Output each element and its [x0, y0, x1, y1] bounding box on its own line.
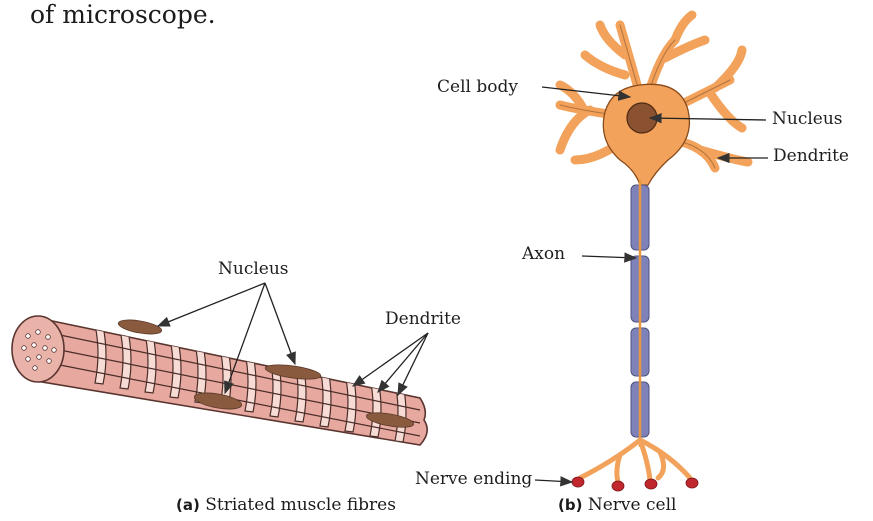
- neuron-cell-body: [603, 84, 689, 185]
- caption-b-tag: (b): [558, 496, 582, 514]
- muscle-fibre: [12, 283, 428, 445]
- caption-b-text: Nerve cell: [588, 495, 677, 515]
- nerve-ending-label: Nerve ending: [415, 469, 532, 489]
- nerve-ending-pointer: [535, 480, 572, 482]
- axon-pointer: [582, 256, 636, 258]
- axon-label: Axon: [522, 244, 565, 264]
- neuron-terminal-buttons: [572, 477, 698, 491]
- caption-a: (a) Striated muscle fibres: [176, 495, 396, 515]
- caption-a-text: Striated muscle fibres: [205, 495, 396, 515]
- neuron-axon-terminals: [580, 440, 690, 482]
- nerve-nucleus-label: Nucleus: [772, 109, 843, 129]
- muscle-nucleus: [117, 317, 162, 336]
- muscle-dendrite-label: Dendrite: [385, 309, 461, 329]
- caption-b: (b) Nerve cell: [558, 495, 676, 515]
- nerve-dendrite-label: Dendrite: [773, 146, 849, 166]
- cell-body-label: Cell body: [437, 77, 518, 97]
- nerve-cell: [535, 15, 768, 491]
- caption-a-tag: (a): [176, 496, 200, 514]
- muscle-nucleus-label: Nucleus: [218, 259, 289, 279]
- cell-body-pointer: [542, 87, 630, 97]
